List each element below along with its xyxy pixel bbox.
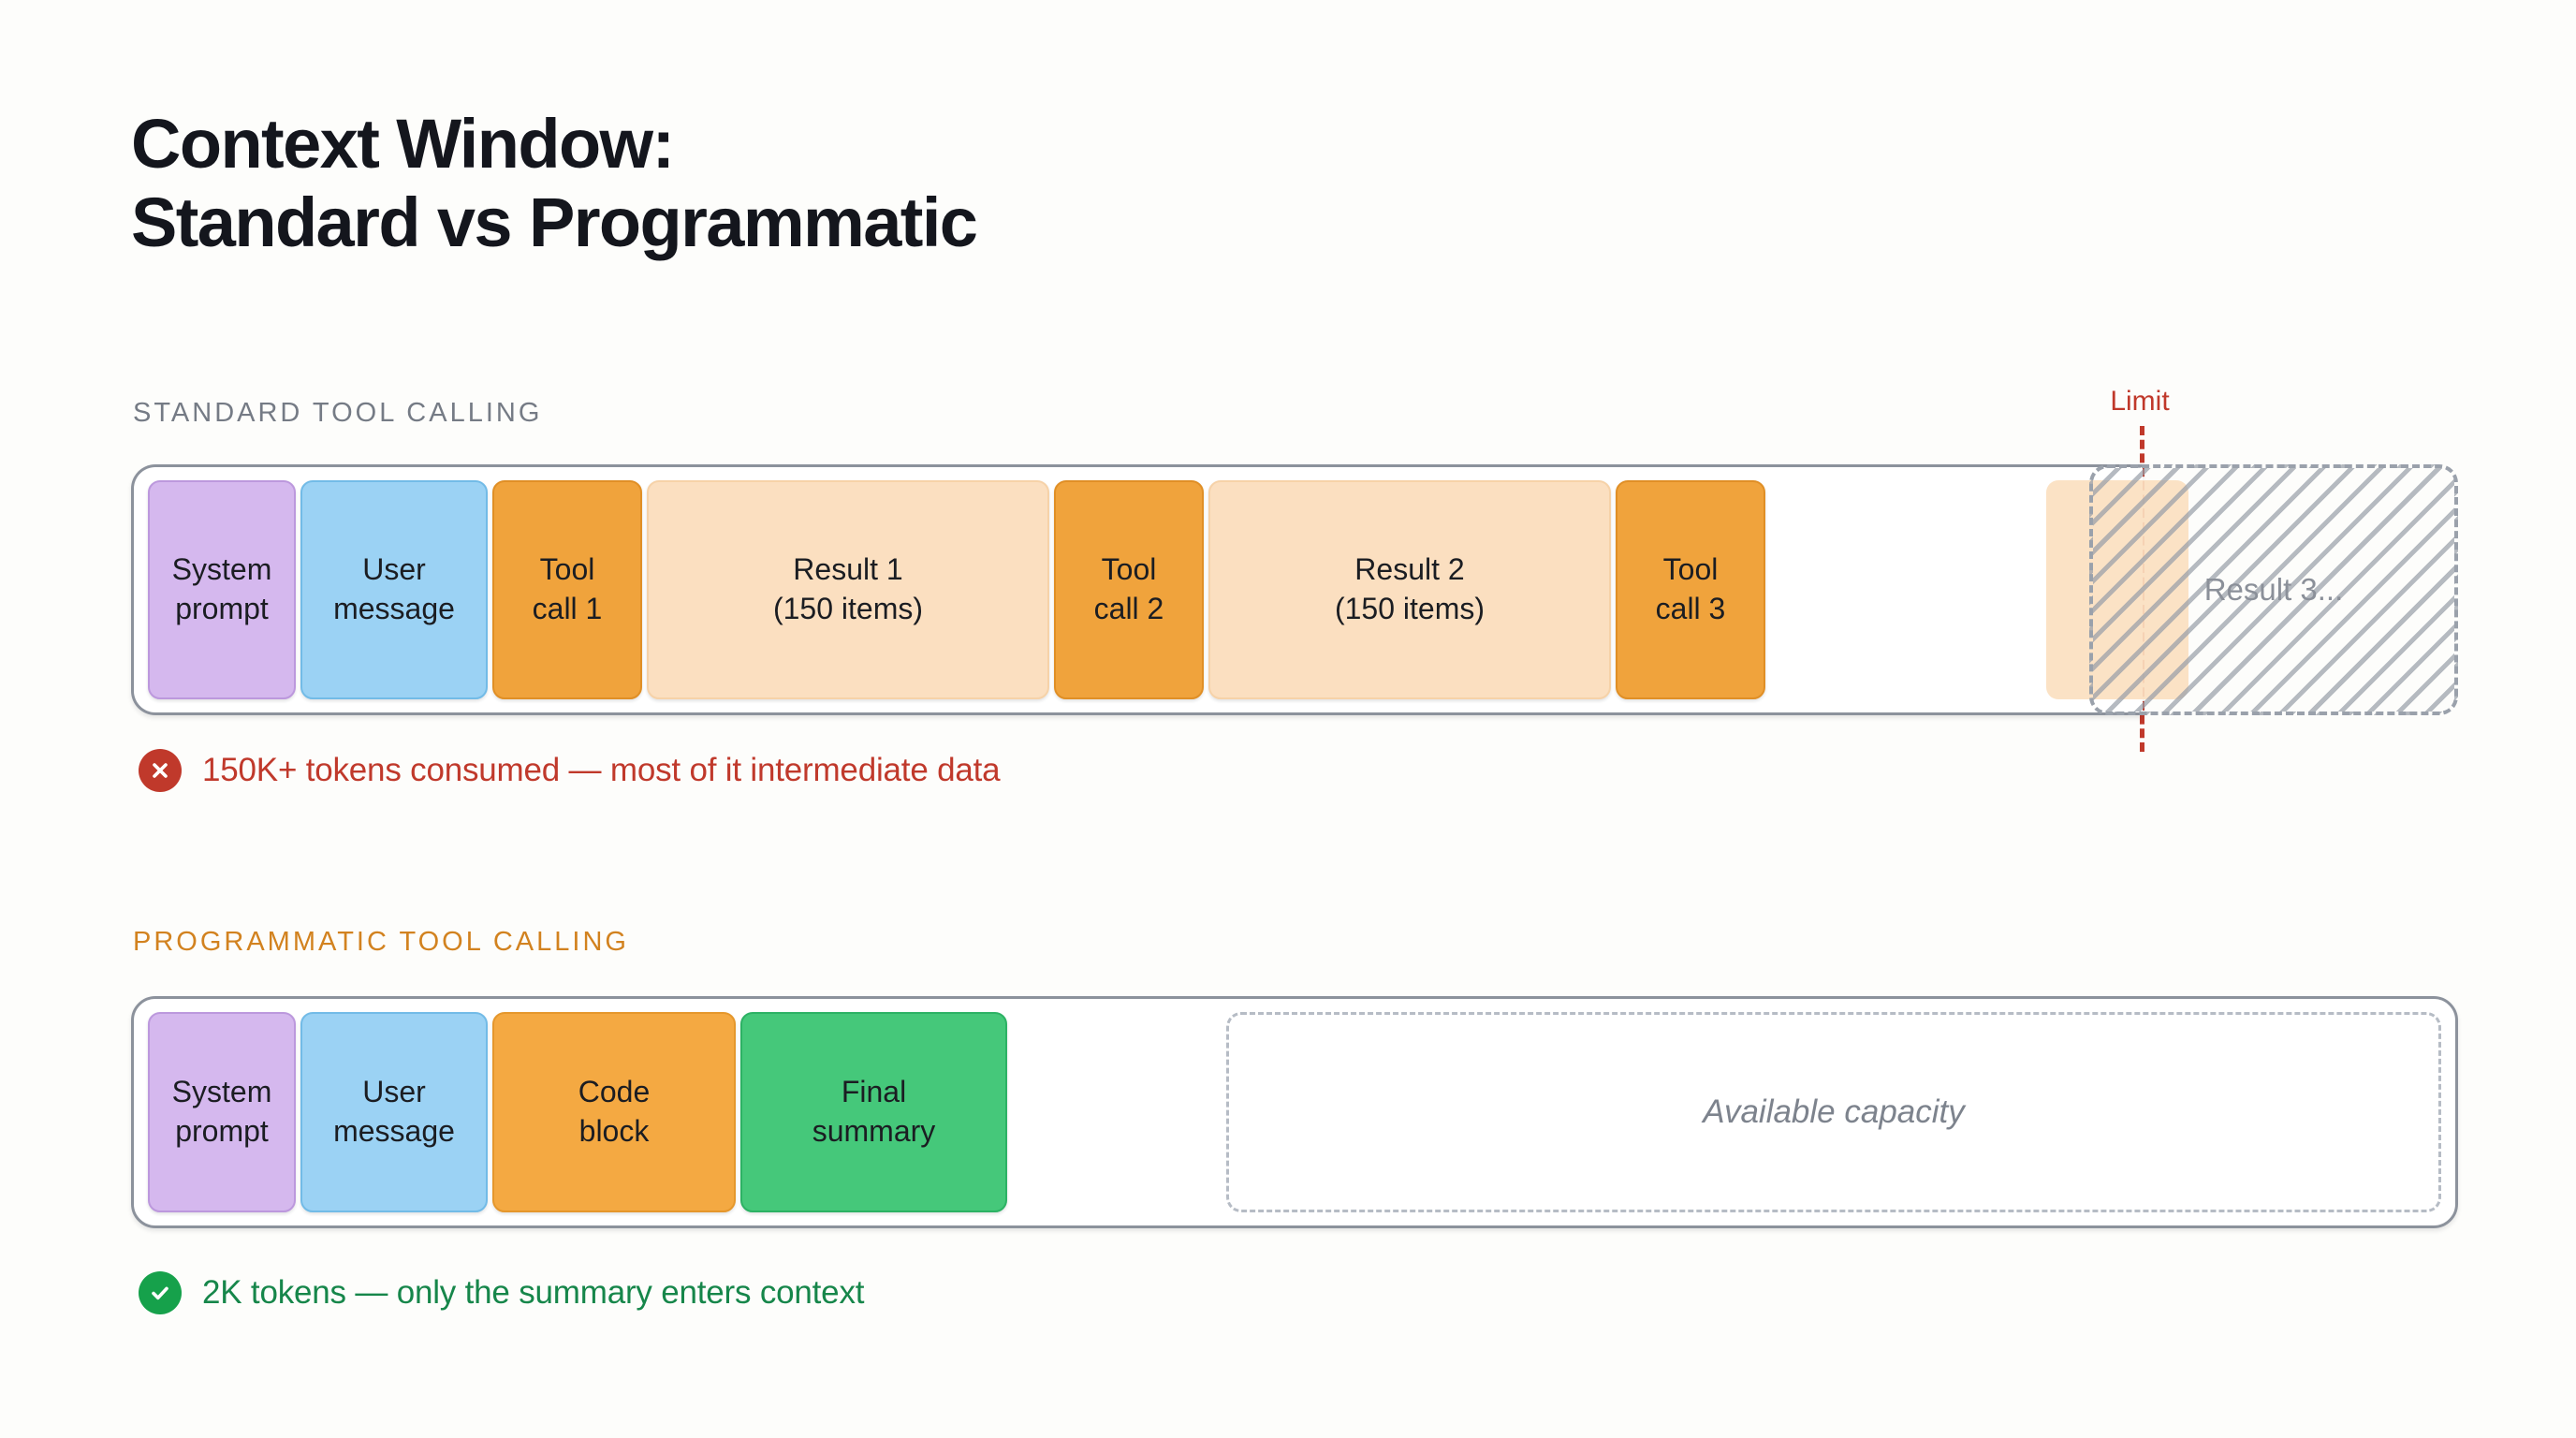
block-system-prompt[interactable]: System prompt	[148, 1012, 296, 1212]
block-tool-call-1[interactable]: Tool call 1	[492, 480, 642, 699]
status-text-programmatic: 2K tokens — only the summary enters cont…	[202, 1274, 865, 1311]
section-label-standard: STANDARD TOOL CALLING	[133, 398, 543, 428]
block-code-block[interactable]: Code block	[492, 1012, 736, 1212]
page-title: Context Window: Standard vs Programmatic	[131, 105, 978, 261]
status-standard: 150K+ tokens consumed — most of it inter…	[139, 749, 1001, 792]
overflow-hatched-region: Result 3...	[2089, 464, 2458, 715]
block-user-message[interactable]: User message	[300, 480, 488, 699]
token-blocks-standard: System prompt User message Tool call 1 R…	[148, 480, 1765, 699]
block-result-1[interactable]: Result 1 (150 items)	[647, 480, 1049, 699]
block-result-2[interactable]: Result 2 (150 items)	[1208, 480, 1611, 699]
section-label-programmatic: PROGRAMMATIC TOOL CALLING	[133, 927, 629, 957]
available-capacity-region: Available capacity	[1226, 1012, 2441, 1212]
block-tool-call-3[interactable]: Tool call 3	[1616, 480, 1765, 699]
available-capacity-label: Available capacity	[1703, 1093, 1965, 1130]
block-final-summary[interactable]: Final summary	[740, 1012, 1007, 1212]
block-system-prompt[interactable]: System prompt	[148, 480, 296, 699]
token-blocks-programmatic: System prompt User message Code block Fi…	[148, 1012, 1007, 1212]
error-circle-x-icon	[139, 749, 182, 792]
overflow-label: Result 3...	[2203, 572, 2344, 607]
limit-label: Limit	[2110, 386, 2170, 417]
success-circle-check-icon	[139, 1271, 182, 1314]
block-user-message[interactable]: User message	[300, 1012, 488, 1212]
block-tool-call-2[interactable]: Tool call 2	[1054, 480, 1204, 699]
status-text-standard: 150K+ tokens consumed — most of it inter…	[202, 752, 1001, 788]
status-programmatic: 2K tokens — only the summary enters cont…	[139, 1271, 864, 1314]
